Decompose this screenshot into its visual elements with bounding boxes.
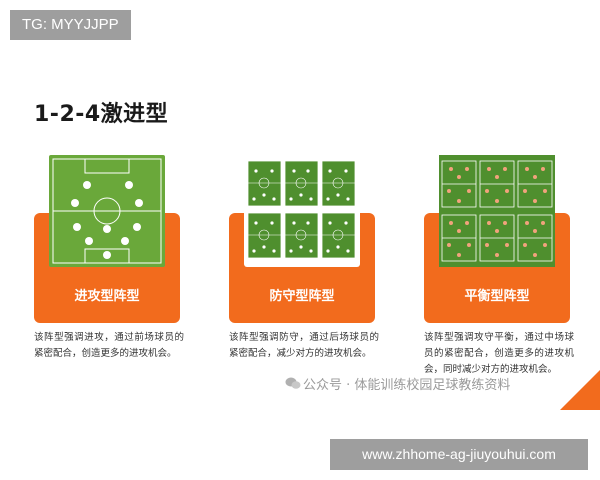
url-badge: www.zhhome-ag-jiuyouhui.com [330,439,588,470]
formation-card-defense: 防守型阵型 [229,155,375,323]
watermark-text: 公众号 · 体能训练校园足球教练资料 [303,378,511,393]
page-title: 1-2-4激进型 [34,102,169,127]
card-description: 该阵型强调攻守平衡，通过中场球员的紧密配合，创造更多的进攻机会，同时减少对方的进… [424,332,574,375]
card-label: 防守型阵型 [269,289,335,304]
corner-accent-triangle [560,370,600,410]
card-label: 进攻型阵型 [74,289,140,304]
balanced-pitch-grid-image [439,155,555,267]
formation-card-balanced: 平衡型阵型 [424,155,570,323]
card-label: 平衡型阵型 [464,289,530,304]
attack-pitch-image [49,155,165,267]
card-description: 该阵型强调进攻，通过前场球员的紧密配合，创造更多的进攻机会。 [34,332,184,359]
tg-badge: TG: MYYJJPP [10,10,131,40]
wechat-icon [285,377,301,389]
defense-pitch-grid-image [244,155,360,267]
formation-card-attack: 进攻型阵型 [34,155,180,323]
card-description: 该阵型强调防守，通过后场球员的紧密配合，减少对方的进攻机会。 [229,332,379,359]
